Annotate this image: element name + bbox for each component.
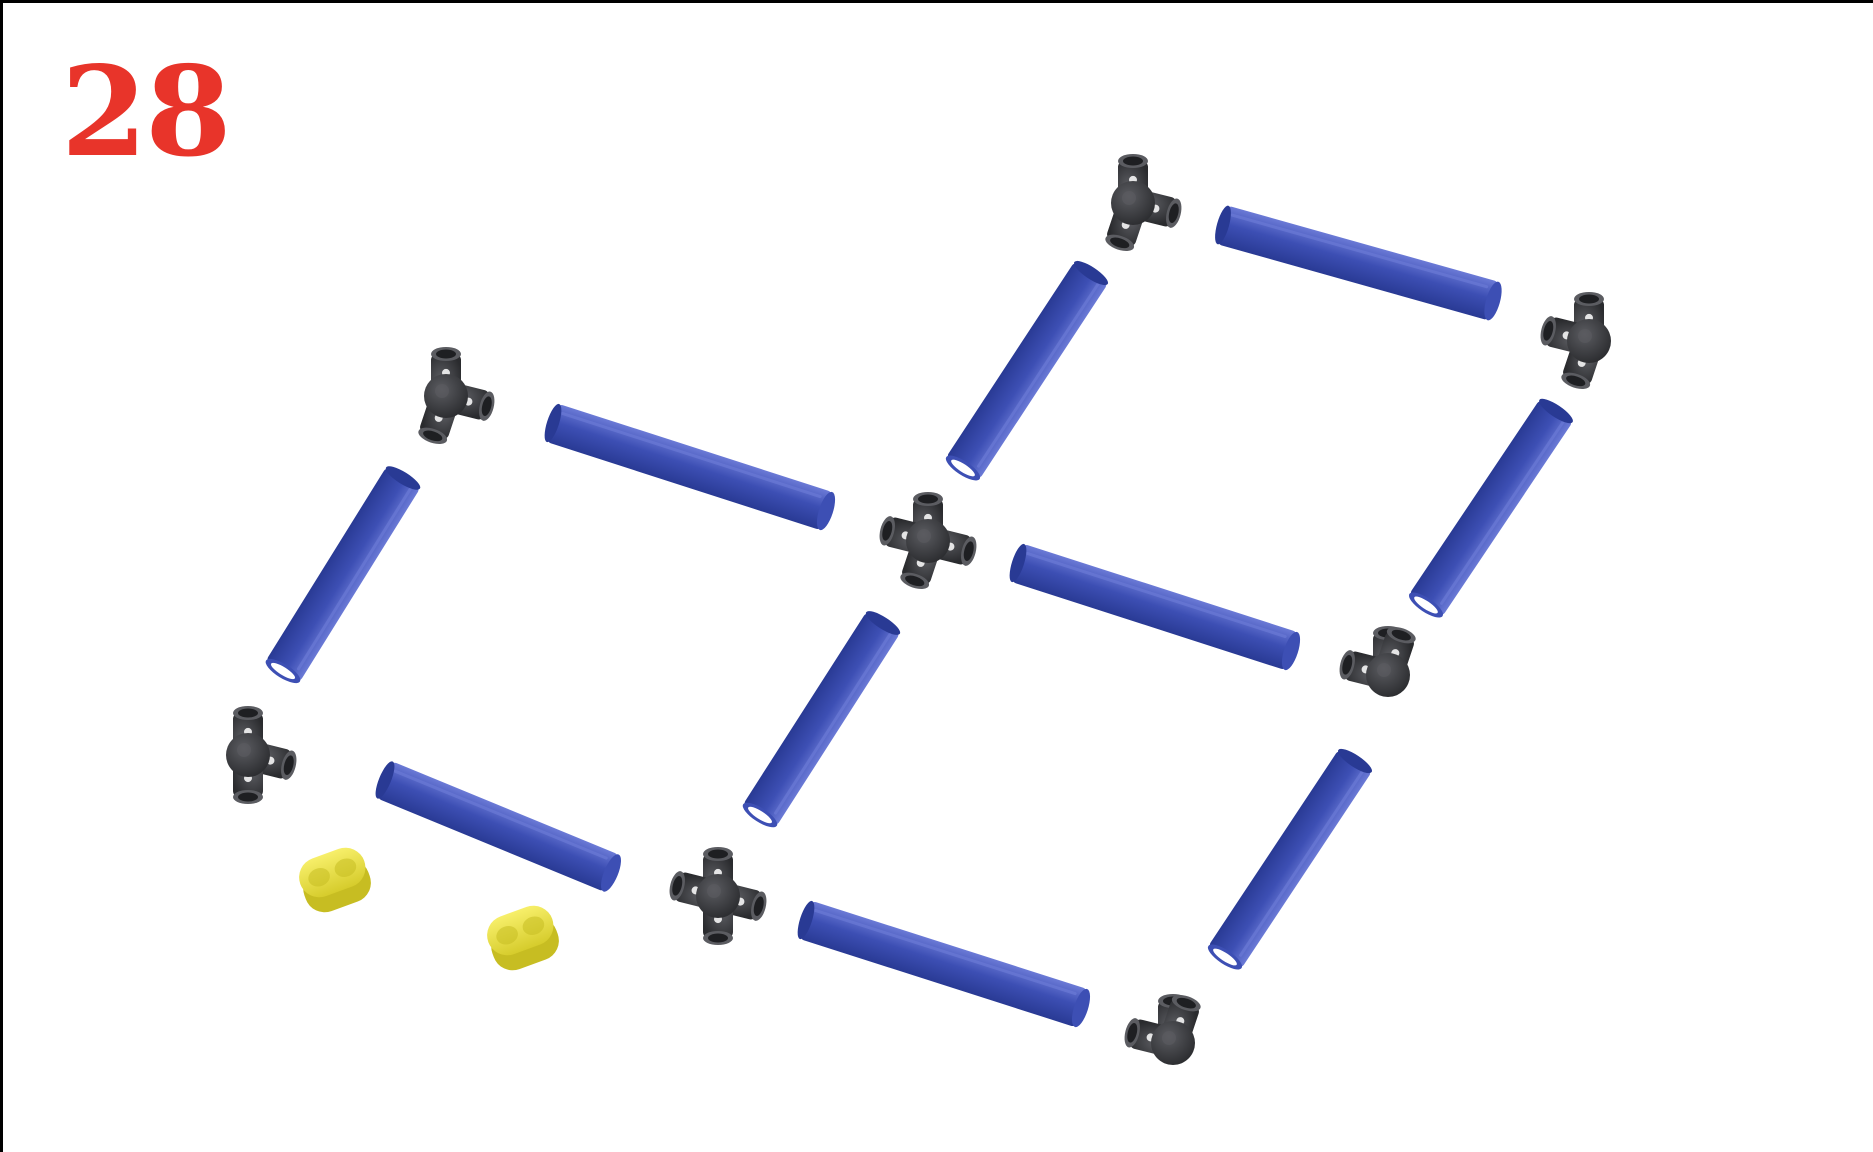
- blue-tube: [942, 257, 1111, 485]
- blue-tube: [739, 607, 903, 832]
- blue-tube: [1006, 542, 1304, 672]
- blue-tubes: [262, 204, 1576, 1029]
- corner-connector: [416, 347, 497, 447]
- blue-tube: [372, 759, 625, 894]
- cross-connector: [667, 847, 769, 945]
- yellow-clip: [481, 900, 564, 976]
- corner-connector: [1538, 292, 1611, 392]
- yellow-clip: [293, 842, 376, 918]
- corner-connector: [1103, 154, 1184, 254]
- corner-connector: [1122, 992, 1203, 1065]
- yellow-clips: [293, 842, 564, 976]
- assembly-diagram: [3, 3, 1873, 1152]
- corner-connector: [1337, 624, 1418, 697]
- assembly-step-page: 28: [3, 3, 1873, 1152]
- blue-tube: [262, 462, 423, 687]
- blue-tube: [794, 899, 1094, 1029]
- blue-tube: [541, 402, 839, 532]
- corner-connector: [226, 706, 299, 804]
- blue-tube: [1405, 395, 1575, 622]
- cross-connector: [877, 492, 979, 592]
- blue-tube: [1212, 204, 1505, 322]
- blue-tube: [1204, 745, 1375, 974]
